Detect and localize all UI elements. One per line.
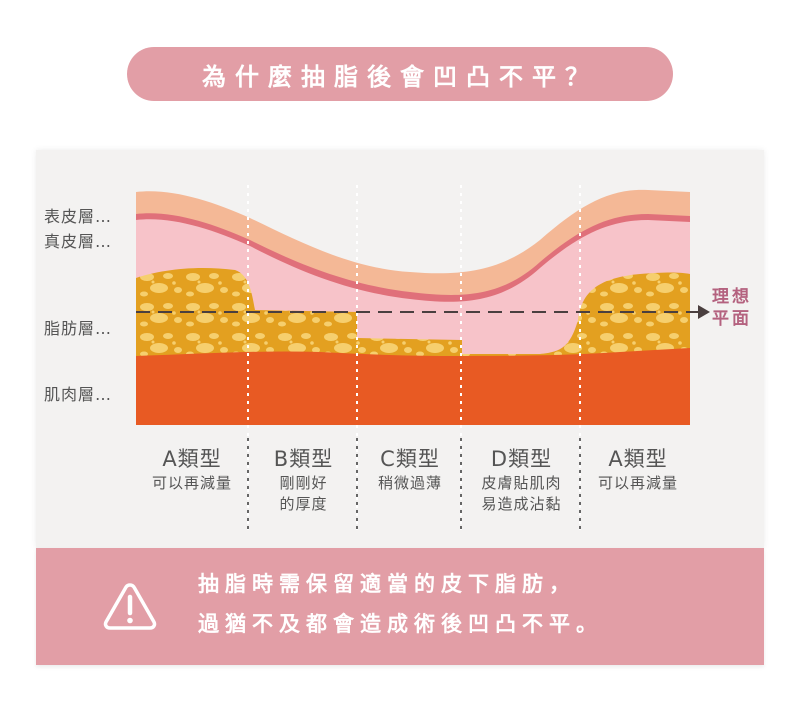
column-c: C類型 稍微過薄 bbox=[377, 447, 442, 492]
ideal-plane-arrow-icon bbox=[698, 305, 710, 319]
column-b: B類型 剛剛好 的厚度 bbox=[273, 447, 334, 513]
warning-triangle-icon bbox=[103, 583, 157, 630]
column-dividers bbox=[247, 185, 581, 530]
fat-layer-a-left bbox=[136, 267, 690, 360]
warning-message: 抽脂時需保留適當的皮下脂肪， 過猶不及都會造成術後凹凸不平。 bbox=[198, 572, 603, 636]
column-d: D類型 皮膚貼肌肉 易造成沾黏 bbox=[481, 447, 562, 513]
column-a-right: A類型 可以再減量 bbox=[597, 447, 678, 492]
ideal-plane-label: 理想 平面 bbox=[712, 287, 752, 329]
warning-banner: 抽脂時需保留適當的皮下脂肪， 過猶不及都會造成術後凹凸不平。 bbox=[36, 548, 764, 665]
muscle-layer bbox=[136, 348, 690, 425]
label-epidermis: 表皮層… bbox=[44, 207, 113, 226]
page-title: 為什麼抽脂後會凹凸不平？ bbox=[127, 47, 673, 101]
label-fat: 脂肪層… bbox=[44, 319, 113, 338]
column-a-left: A類型 可以再減量 bbox=[151, 447, 232, 492]
label-dermis: 真皮層… bbox=[44, 232, 113, 251]
label-muscle: 肌肉層… bbox=[44, 385, 113, 404]
